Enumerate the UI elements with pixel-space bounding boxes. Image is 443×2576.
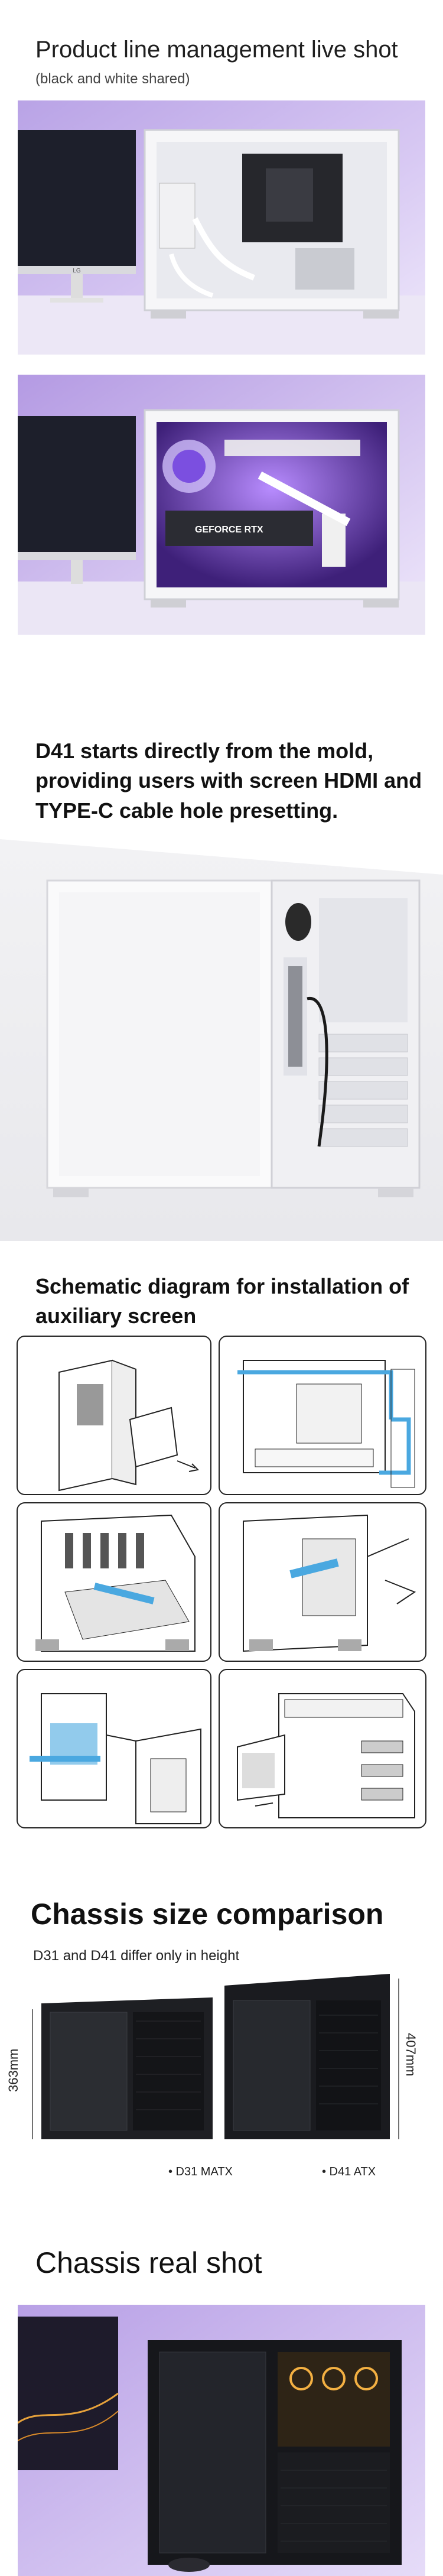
section2-title: D41 starts directly from the mold, provi…	[35, 739, 422, 823]
gpu-label: GEFORCE RTX	[195, 525, 263, 535]
diagram-step-1	[17, 1336, 211, 1495]
legend-d31: • D31 MATX	[168, 2165, 233, 2178]
diagram-step-2	[219, 1336, 426, 1495]
dimension-left: 363mm	[6, 2048, 21, 2092]
photo-size-comparison	[24, 1974, 413, 2157]
diagram-step-5	[17, 1669, 211, 1828]
dimension-right: 407mm	[403, 2033, 418, 2077]
photo-rgb-case: GEFORCE RTX	[18, 375, 425, 635]
photo-real-shot	[18, 2305, 425, 2576]
monitor-icon	[18, 130, 136, 266]
legend-d41: • D41 ATX	[322, 2165, 376, 2178]
diagram-step-6	[219, 1669, 426, 1828]
photo-white-case-interior: LG	[18, 100, 425, 355]
photo-white-case-rear	[0, 839, 443, 1241]
section5-title: Chassis real shot	[35, 2246, 262, 2279]
section3-title: Schematic diagram for installation of au…	[35, 1274, 409, 1328]
diagram-step-3	[17, 1502, 211, 1662]
section4-subtitle: D31 and D41 differ only in height	[33, 1948, 240, 1964]
section1-subtitle: (black and white shared)	[35, 71, 190, 87]
monitor-brand: LG	[73, 268, 81, 274]
section4-title: Chassis size comparison	[31, 1898, 384, 1931]
diagram-step-4	[219, 1502, 426, 1662]
section1-title: Product line management live shot	[35, 37, 398, 63]
